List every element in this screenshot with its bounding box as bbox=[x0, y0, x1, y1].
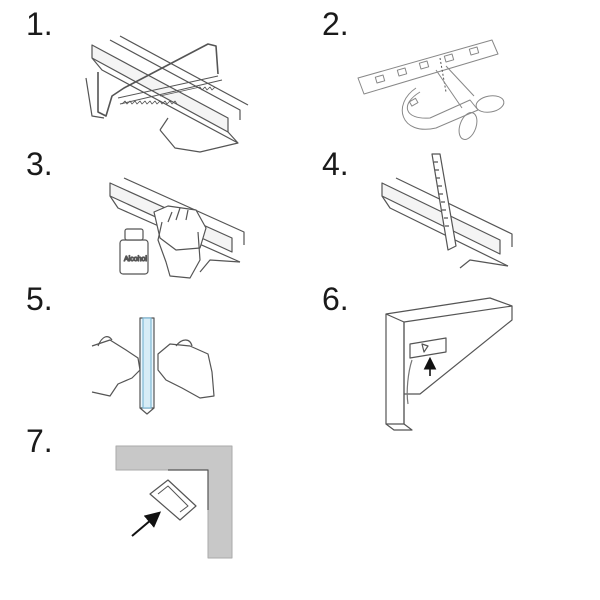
hacksaw-cutting-profile-icon bbox=[85, 35, 249, 153]
step-number-3: 3. bbox=[26, 146, 53, 182]
step-number-4: 4. bbox=[322, 146, 349, 182]
cleaning-profile-with-alcohol-icon: Alcohol bbox=[109, 177, 245, 279]
step-number-5: 5. bbox=[26, 281, 53, 317]
inserting-led-strip-icon bbox=[381, 153, 513, 269]
step-number-1: 1. bbox=[26, 6, 53, 42]
corner-profile-placement-icon bbox=[115, 445, 233, 559]
pressing-diffuser-cover-icon bbox=[91, 317, 215, 415]
step-number-2: 2. bbox=[322, 6, 349, 42]
step-number-6: 6. bbox=[322, 281, 349, 317]
alcohol-label: Alcohol bbox=[124, 256, 147, 263]
step-number-7: 7. bbox=[26, 423, 53, 459]
scissors-cutting-led-strip-icon bbox=[357, 39, 505, 140]
screw-mounting-clip-icon bbox=[385, 297, 513, 431]
